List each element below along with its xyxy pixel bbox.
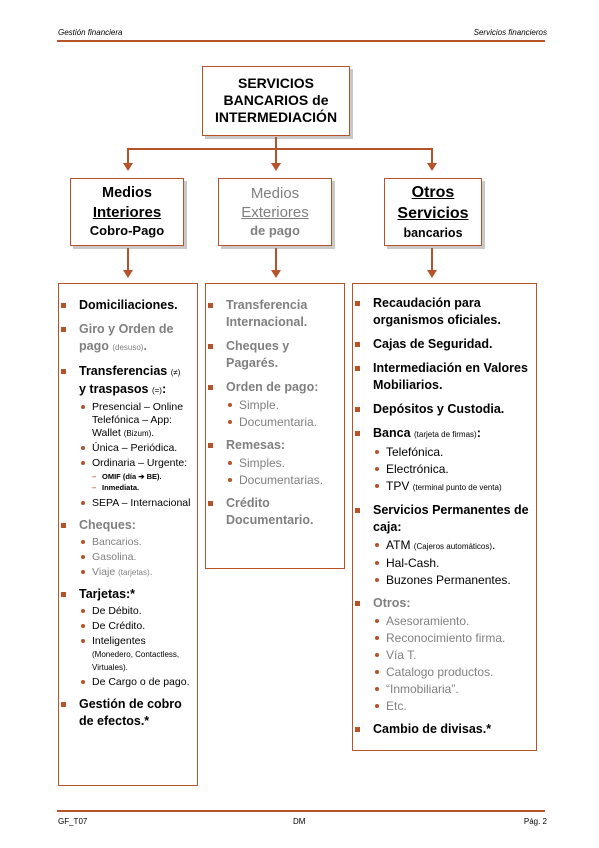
root-connector <box>275 137 277 149</box>
col3-header: Otros Servicios bancarios <box>384 178 482 246</box>
list-item: Otros: Asesoramiento. Reconocimiento fir… <box>353 595 532 714</box>
arrow-down-icon <box>271 270 281 278</box>
list-item: Tarjetas:* De Débito. De Crédito. Inteli… <box>59 586 193 689</box>
list-item: Documentarias. <box>226 473 340 488</box>
col3-connector <box>431 248 433 270</box>
col2-title3: de pago <box>250 223 300 238</box>
branch-left <box>127 148 129 164</box>
branch-mid <box>275 148 277 164</box>
arrow-down-icon <box>427 270 437 278</box>
list-item: Catalogo productos. <box>373 665 532 680</box>
list-item: Ordinaria – Urgente: OMIF (día ➔ BE). In… <box>79 457 193 493</box>
list-item: Simple. <box>226 398 340 413</box>
list-item: Simples. <box>226 456 340 471</box>
footer-right: Pág. 2 <box>523 817 547 826</box>
header-rule <box>57 40 545 42</box>
col1-title3: Cobro-Pago <box>89 223 165 238</box>
arrow-down-icon <box>271 163 281 171</box>
list-item: OMIF (día ➔ BE). <box>92 471 193 482</box>
col2-connector <box>275 248 277 270</box>
list-item: Banca (tarjeta de firmas): Telefónica. E… <box>353 425 532 495</box>
list-item: Cheques: Bancarios. Gasolina. Viaje (tar… <box>59 517 193 579</box>
footer-rule <box>57 810 545 812</box>
list-item: Domiciliaciones. <box>59 297 193 314</box>
list-item: Remesas: Simples. Documentarias. <box>206 437 340 488</box>
list-item: Recaudación para organismos oficiales. <box>353 295 532 329</box>
list-item: ATM (Cajeros automáticos). <box>373 538 532 554</box>
col1-title2: Interiores <box>92 204 162 221</box>
col2-header: Medios Exteriores de pago <box>218 178 332 246</box>
list-item: Gestión de cobro de efectos.* <box>59 696 193 730</box>
list-item: Orden de pago: Simple. Documentaria. <box>206 379 340 430</box>
list-item: Bancarios. <box>79 536 193 549</box>
arrow-down-icon <box>427 163 437 171</box>
footer-center: DM <box>293 817 306 826</box>
list-item: Documentaria. <box>226 415 340 430</box>
list-item: SEPA – Internacional <box>79 497 193 510</box>
list-item: De Débito. <box>79 605 193 618</box>
list-item: Reconocimiento firma. <box>373 631 532 646</box>
list-item: Buzones Permanentes. <box>373 573 532 588</box>
list-item: Cambio de divisas.* <box>353 721 532 738</box>
footer-left: GF_T07 <box>58 817 88 826</box>
arrow-down-icon <box>123 163 133 171</box>
list-item: Cajas de Seguridad. <box>353 336 532 353</box>
list-item: Crédito Documentario. <box>206 495 340 529</box>
root-line2: BANCARIOS de <box>223 92 329 108</box>
col1-list: Domiciliaciones. Giro y Orden de pago (d… <box>58 283 198 786</box>
list-item: Etc. <box>373 699 532 714</box>
branch-connector <box>127 148 432 150</box>
col2-title2: Exteriores <box>241 204 309 221</box>
list-item: Asesoramiento. <box>373 614 532 629</box>
root-line1: SERVICIOS <box>238 75 314 91</box>
col3-list: Recaudación para organismos oficiales. C… <box>352 283 537 751</box>
root-line3: INTERMEDIACIÓN <box>214 109 338 125</box>
list-item: Electrónica. <box>373 462 532 477</box>
list-item: Gasolina. <box>79 551 193 564</box>
list-item: Telefónica. <box>373 445 532 460</box>
col1-header: Medios Interiores Cobro-Pago <box>70 178 184 246</box>
list-item: Depósitos y Custodia. <box>353 401 532 418</box>
list-item: Inmediata. <box>92 482 193 493</box>
branch-right <box>431 148 433 164</box>
col3-title3: bancarios <box>403 226 463 240</box>
list-item: Presencial – Online Telefónica – App:Wal… <box>79 401 193 440</box>
col1-connector <box>127 248 129 270</box>
list-item: Cheques y Pagarés. <box>206 338 340 372</box>
list-item: TPV (terminal punto de venta) <box>373 479 532 495</box>
col3-title1: Otros <box>411 184 455 201</box>
col3-title2: Servicios <box>397 205 469 222</box>
arrow-down-icon <box>123 270 133 278</box>
list-item: Intermediación en Valores Mobiliarios. <box>353 360 532 394</box>
header-right: Servicios financieros <box>473 28 547 37</box>
list-item: Servicios Permanentes de caja: ATM (Caje… <box>353 502 532 588</box>
list-item: Vía T. <box>373 648 532 663</box>
list-item: De Crédito. <box>79 620 193 633</box>
list-item: Transferencias (≠) y traspasos (=): Pres… <box>59 363 193 510</box>
list-item: Inteligentes(Monedero, Contactless, Virt… <box>79 635 193 674</box>
list-item: Única – Periódica. <box>79 442 193 455</box>
list-item: Viaje (tarjetas). <box>79 566 193 579</box>
col1-title1: Medios <box>102 185 152 201</box>
root-box: SERVICIOS BANCARIOS de INTERMEDIACIÓN <box>202 66 350 136</box>
col2-title1: Medios <box>250 185 300 202</box>
list-item: De Cargo o de pago. <box>79 676 193 689</box>
list-item: Giro y Orden de pago (desuso). <box>59 321 193 356</box>
header-left: Gestión financiera <box>58 28 123 37</box>
list-item: Transferencia Internacional. <box>206 297 340 331</box>
list-item: “Inmobiliaria”. <box>373 682 532 697</box>
col2-list: Transferencia Internacional. Cheques y P… <box>205 283 345 569</box>
list-item: Hal-Cash. <box>373 556 532 571</box>
